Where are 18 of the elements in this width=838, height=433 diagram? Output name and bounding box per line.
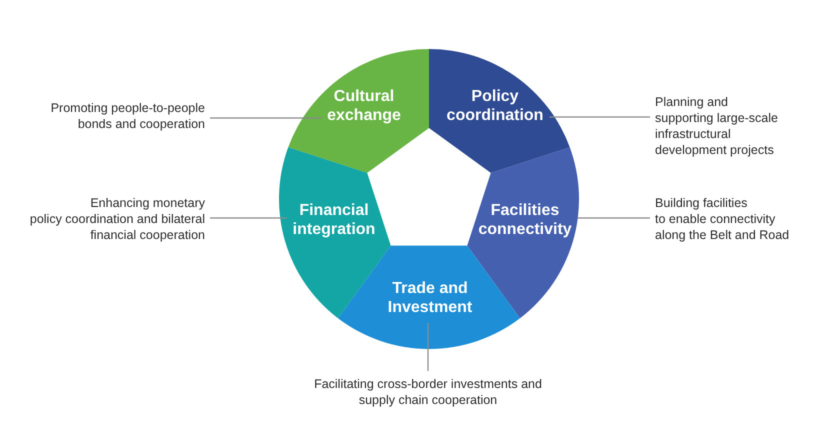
ring-segment	[429, 49, 570, 173]
description-text: Enhancing monetary policy coordination and bilateral financial cooperation	[30, 195, 205, 243]
segment-label: Policy coordination	[446, 87, 544, 125]
segment-label: Financial integration	[292, 201, 376, 239]
description-text: Planning and supporting large-scale infrastructural development projects	[655, 94, 778, 158]
description-text: Building facilities to enable connectivity along the Belt and Road	[655, 195, 790, 243]
leader-line	[210, 217, 287, 219]
segment-label: Cultural exchange	[327, 87, 401, 125]
description-text: Facilitating cross-border investments and supply chain cooperation	[314, 376, 542, 408]
ring-segment	[338, 245, 520, 349]
ring-segment	[288, 49, 429, 173]
leader-line	[210, 117, 322, 119]
leader-line	[578, 217, 650, 219]
segment-label: Facilities connectivity	[478, 201, 572, 239]
segment-label: Trade and Investment	[388, 279, 472, 317]
leader-line	[427, 323, 429, 371]
leader-line	[549, 116, 650, 118]
description-text: Promoting people-to-people bonds and cooperation	[50, 100, 205, 132]
